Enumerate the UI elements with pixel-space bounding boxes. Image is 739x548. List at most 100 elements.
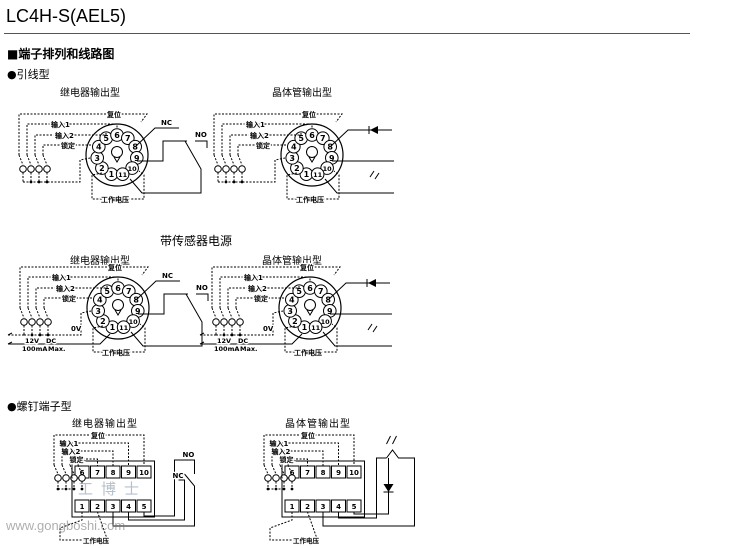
switch-contact [43,307,49,319]
switch-terminal-icon [20,318,28,326]
switch-terminal-icon [36,318,44,326]
bus-reset [53,434,145,466]
bus-common [218,157,286,183]
pin-11 [308,320,323,334]
label-voltage: 工作电压 [101,195,129,204]
pin-number: 9 [134,154,140,163]
pin-number: 10 [129,318,139,326]
switch-terminal-icon [230,165,238,173]
terminal-number: 8 [321,469,326,477]
switch-contact [211,307,217,319]
switch-terminal-icon [70,474,78,482]
label-voltage: 工作电压 [294,348,322,357]
bus-input1 [26,123,118,155]
pin-number: 3 [94,154,100,163]
keyhole-icon [308,156,316,163]
bus-common [58,462,83,490]
pin-10 [126,314,140,328]
bus-common [24,310,92,336]
terminal-number: 5 [352,503,357,511]
emitter-wire [322,449,415,527]
label-input1: 输入1 [244,273,263,282]
bus-input2 [69,450,114,466]
label-voltage: 工作电压 [296,195,324,204]
terminal-number: 2 [305,503,310,511]
label-voltage: 工作电压 [293,536,320,545]
nc-wire [128,479,185,521]
pin-11 [115,167,130,181]
bus-reset [18,113,148,155]
contact-wire [129,140,202,194]
light-arrow-icon [374,172,380,180]
pin-number: 10 [128,165,138,173]
label-dc: DC [46,337,56,345]
pin-4 [93,292,107,307]
label-input1: 输入1 [52,273,71,282]
pin-number: 2 [99,164,105,173]
switch-contact [213,154,219,166]
pin-number: 10 [321,318,331,326]
pin-number: 9 [135,307,141,316]
light-arrow-icon [392,435,397,445]
light-arrow-icon [386,435,391,445]
pin-number: 2 [100,317,106,326]
terminal-number: 10 [139,469,149,477]
switch-terminal-icon [212,318,220,326]
pin-number: 10 [323,165,333,173]
switch-contact [18,154,24,166]
bus-common [268,462,293,490]
lead-type-label: ●引线型 [7,68,50,81]
switch-terminal-icon [220,318,228,326]
switch-contact [221,154,227,166]
label-input1: 输入1 [270,439,289,448]
pin-4 [285,292,299,307]
sensor-power-label: 带传感器电源 [160,234,233,248]
label-dc: DC [238,337,248,345]
switch-terminal-icon [288,474,296,482]
label-no: NO [195,131,207,139]
terminal-9 [121,465,136,479]
bus-lock [287,458,308,466]
pin-number: 7 [126,287,132,296]
terminal-number: 1 [80,503,85,511]
pin-number: 5 [104,287,110,296]
keyhole-icon [114,309,122,316]
pin-number: 6 [309,131,315,140]
switch-terminal-icon [35,165,43,173]
switch-contact [263,464,269,475]
label-12v: 12V [25,337,39,345]
switch-contact [227,307,233,319]
terminal-9 [331,465,346,479]
terminal-number: 10 [349,469,359,477]
pin-number: 6 [115,284,121,293]
contact-wire [130,293,203,347]
label-lock: 锁定 [60,141,75,150]
pin-number: 5 [298,134,304,143]
switch-terminal-icon [214,165,222,173]
emitter-wire [324,178,394,194]
label-input1: 输入1 [246,120,265,129]
label-nc: NC [161,119,172,127]
label-input2: 输入2 [248,284,267,293]
voltage-loop [284,323,338,353]
switch-contact [219,307,225,319]
light-arrow-icon [367,323,373,331]
pin-number: 3 [95,307,101,316]
com-wire [112,473,195,527]
keyhole-icon [306,309,314,316]
label-0v: 0V [263,325,274,333]
keyhole-icon [112,299,124,311]
arrow-icon [199,332,205,336]
switch-terminal-icon [228,318,236,326]
label-100ma: 100mA [214,345,239,353]
pin-10 [125,161,139,175]
label-reset: 复位 [299,263,314,272]
bus-reset [213,113,343,155]
no-wire [196,293,209,301]
diode-icon [383,484,394,492]
